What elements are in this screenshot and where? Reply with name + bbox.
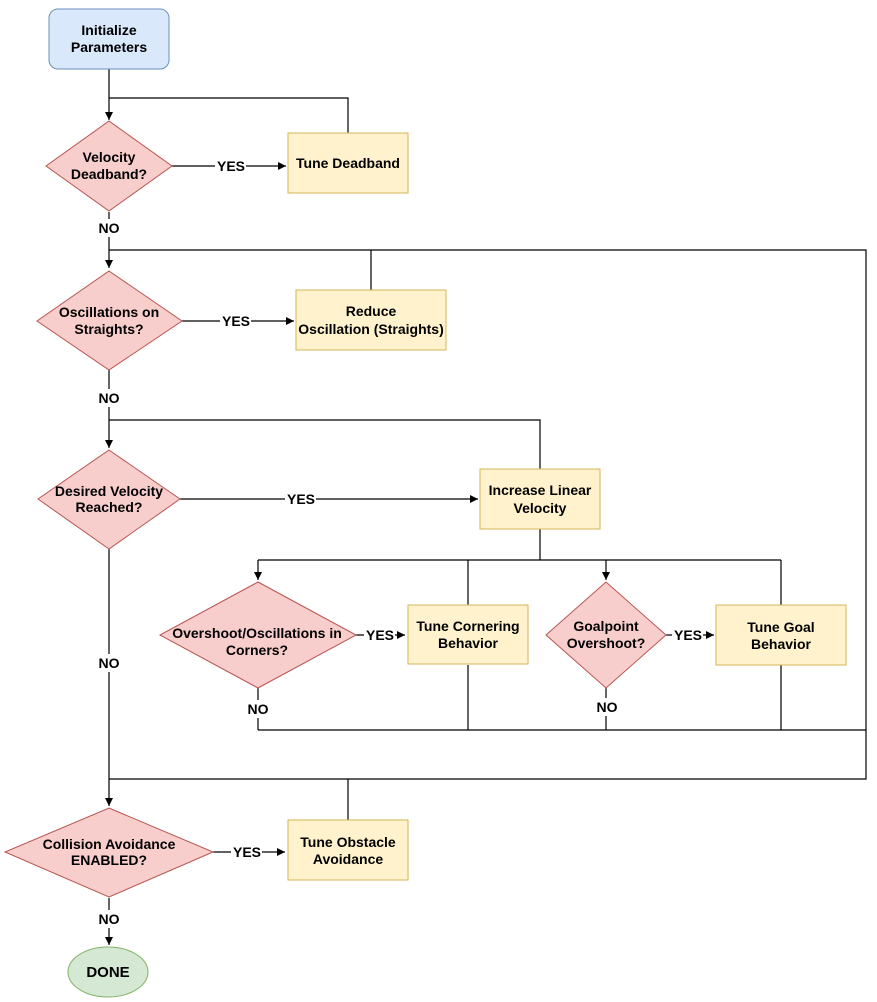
- process-tune-obstacle: Tune Obstacle Avoidance: [287, 819, 409, 881]
- node-label-line2: Behavior: [751, 636, 811, 652]
- node-label-line2: Behavior: [438, 635, 498, 651]
- process-shape: [715, 604, 847, 666]
- edge-tune-deadband-return: [109, 97, 349, 133]
- decision-desired-velocity: Desired Velocity Reached?: [37, 449, 181, 550]
- label-goalpoint-no: NO: [597, 699, 618, 715]
- node-label-line1: DONE: [86, 964, 129, 981]
- decision-overshoot-corners: Overshoot/Oscillations in Corners?: [158, 581, 358, 689]
- edge-outer-loop: [109, 249, 867, 780]
- label-deadband-yes: YES: [217, 158, 245, 174]
- edge-labels: YES NO YES NO YES NO YES NO YES NO YES N…: [99, 158, 703, 927]
- node-label-line1: Velocity: [83, 149, 136, 165]
- label-oscillations-yes: YES: [222, 313, 250, 329]
- node-label-line1: Tune Deadband: [296, 155, 400, 171]
- node-label-line1: Goalpoint: [573, 618, 639, 634]
- process-reduce-oscillation: Reduce Oscillation (Straights): [295, 289, 447, 351]
- process-shape: [287, 819, 409, 881]
- node-label-line2: Reached?: [76, 499, 143, 515]
- node-label-line1: Reduce: [346, 303, 397, 319]
- process-tune-goal: Tune Goal Behavior: [715, 604, 847, 666]
- node-label-line1: Increase Linear: [489, 482, 592, 498]
- decision-goalpoint-overshoot: Goalpoint Overshoot?: [545, 581, 667, 689]
- node-label-line1: Tune Goal: [747, 619, 814, 635]
- start-node-initialize: Initialize Parameters: [48, 8, 170, 70]
- label-oscillations-no: NO: [99, 390, 120, 406]
- node-label-line2: Velocity: [514, 500, 567, 516]
- edge-label-backgrounds: [96, 157, 703, 928]
- decision-shape: [36, 270, 183, 371]
- decision-shape: [545, 581, 667, 689]
- start-shape: [48, 8, 170, 70]
- process-shape: [407, 604, 529, 665]
- node-label-line2: Deadband?: [71, 166, 147, 182]
- node-label-line2: Parameters: [71, 39, 147, 55]
- node-label-line2: Avoidance: [313, 851, 383, 867]
- decision-shape: [158, 581, 358, 689]
- process-tune-cornering: Tune Cornering Behavior: [407, 604, 529, 665]
- label-collision-yes: YES: [233, 844, 261, 860]
- decision-shape: [3, 807, 215, 898]
- label-collision-no: NO: [99, 911, 120, 927]
- end-node-done: DONE: [67, 946, 149, 998]
- connectors: [105, 69, 867, 945]
- label-goalpoint-yes: YES: [674, 627, 702, 643]
- node-label-line1: Tune Obstacle: [300, 834, 396, 850]
- node-label-line2: Overshoot?: [567, 635, 646, 651]
- decision-collision-avoidance: Collision Avoidance ENABLED?: [3, 807, 215, 898]
- label-corners-yes: YES: [366, 627, 394, 643]
- node-label-line2: Oscillation (Straights): [298, 321, 443, 337]
- process-shape: [287, 132, 409, 194]
- process-increase-velocity: Increase Linear Velocity: [479, 468, 601, 530]
- label-desired-velocity-no: NO: [99, 655, 120, 671]
- node-label-line1: Initialize: [81, 22, 136, 38]
- node-label-line2: ENABLED?: [71, 852, 147, 868]
- decision-velocity-deadband: Velocity Deadband?: [45, 120, 173, 212]
- decision-oscillations-straights: Oscillations on Straights?: [36, 270, 183, 371]
- node-label-line1: Tune Cornering: [416, 618, 519, 634]
- process-shape: [295, 289, 447, 351]
- decision-shape: [37, 449, 181, 550]
- label-corners-no: NO: [248, 701, 269, 717]
- node-label-line1: Overshoot/Oscillations in: [172, 625, 342, 641]
- node-label-line2: Straights?: [74, 321, 143, 337]
- end-shape: [67, 946, 149, 998]
- process-tune-deadband: Tune Deadband: [287, 132, 409, 194]
- edge-increase-velocity-return: [109, 419, 541, 469]
- node-label-line1: Oscillations on: [59, 304, 159, 320]
- node-label-line1: Collision Avoidance: [43, 836, 176, 852]
- label-deadband-no: NO: [99, 220, 120, 236]
- label-desired-velocity-yes: YES: [287, 491, 315, 507]
- decision-shape: [45, 120, 173, 212]
- process-shape: [479, 468, 601, 530]
- node-label-line1: Desired Velocity: [55, 483, 163, 499]
- node-label-line2: Corners?: [226, 642, 288, 658]
